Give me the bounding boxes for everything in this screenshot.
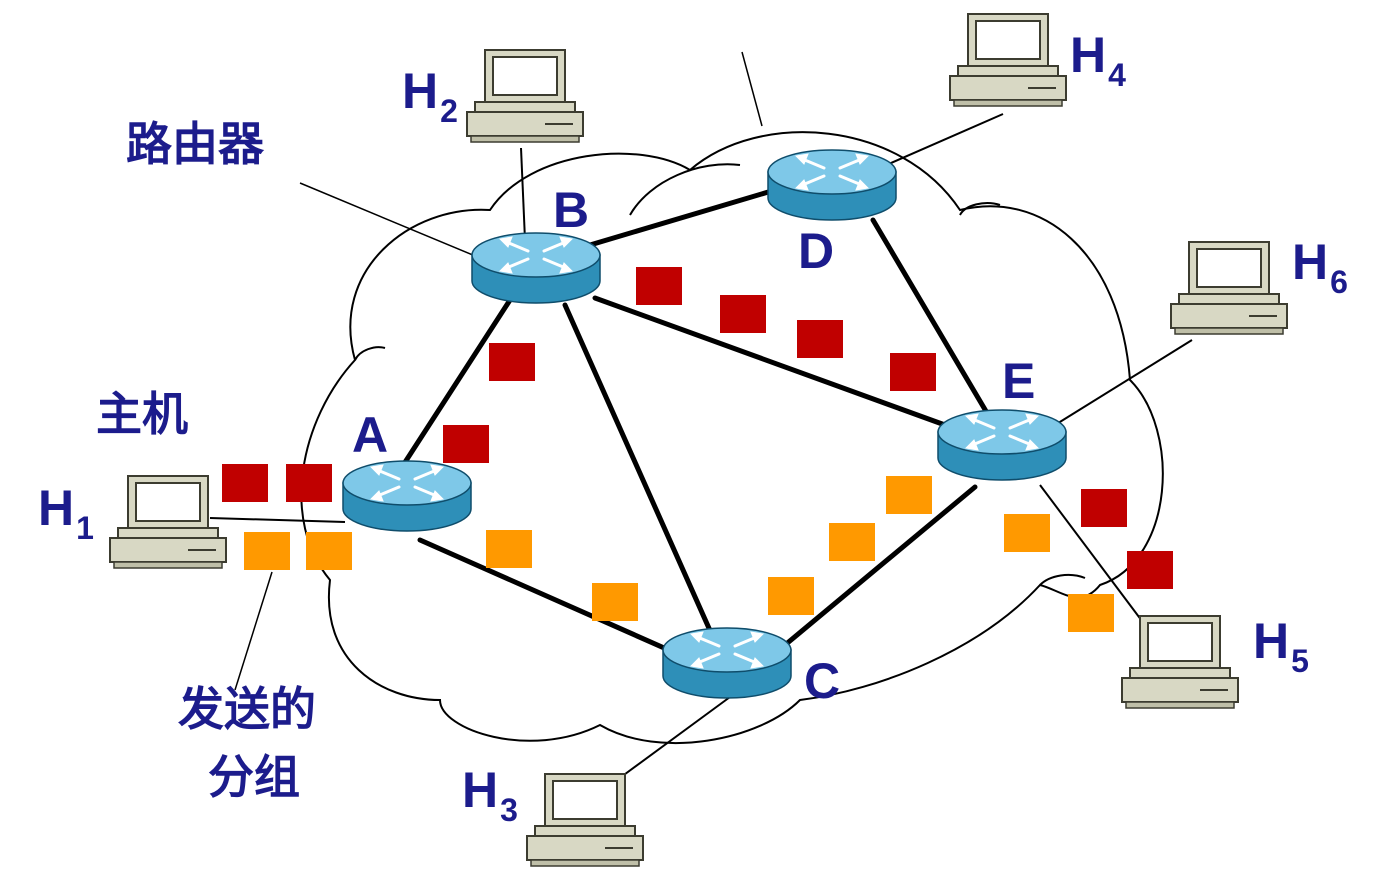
router-a-label: A	[352, 407, 388, 463]
router-e-icon	[936, 408, 1068, 482]
packet-orange	[768, 577, 814, 615]
host-h5-label: H5	[1253, 613, 1309, 679]
host-h5-icon	[1121, 615, 1239, 709]
router-e-label: E	[1002, 353, 1035, 409]
cloud-inner-curve	[959, 202, 1001, 216]
red-packet-stream	[222, 267, 1173, 589]
cloud-inner-curve	[354, 346, 386, 361]
router-callout-line	[299, 182, 481, 259]
packets-callout-label-line2: 分组	[208, 751, 300, 803]
host-h6-icon	[1170, 241, 1288, 335]
packets-callout-label-line1: 发送的	[178, 683, 316, 735]
orange-packet-stream	[244, 476, 1114, 632]
packet-orange	[592, 583, 638, 621]
link-b-c	[562, 302, 715, 638]
link-d-e	[870, 217, 993, 421]
host-h3-label: H3	[462, 762, 518, 828]
host-links	[209, 113, 1193, 781]
packet-red	[890, 353, 936, 391]
network-cloud	[300, 131, 1164, 745]
packet-red	[222, 464, 268, 502]
router-b-icon	[470, 231, 602, 305]
packet-red	[489, 343, 535, 381]
host-h1-label: H1	[38, 480, 94, 546]
link-h3-c	[616, 696, 731, 781]
link-h6-e	[1054, 339, 1193, 426]
cloud-inner-curve	[1039, 573, 1086, 586]
packet-orange	[1068, 594, 1114, 632]
router-c-icon	[661, 626, 793, 700]
router-d-label: D	[798, 223, 834, 279]
link-h4-d	[874, 113, 1004, 171]
top-callout-line	[741, 51, 763, 127]
link-h1-a	[209, 517, 346, 523]
host-h4-icon	[949, 13, 1067, 107]
packet-red	[636, 267, 682, 305]
packet-orange	[486, 530, 532, 568]
packet-red	[1127, 551, 1173, 589]
packet-red	[720, 295, 766, 333]
packet-orange	[829, 523, 875, 561]
link-a-b	[397, 297, 513, 473]
cloud-inner-curve	[629, 163, 741, 216]
packet-red	[286, 464, 332, 502]
link-a-c	[417, 537, 683, 658]
packets-callout-line	[234, 571, 273, 691]
host-h2-icon	[466, 49, 584, 143]
host-h2-label: H2	[402, 63, 458, 129]
packet-orange	[244, 532, 290, 570]
backbone-links	[397, 187, 993, 658]
router-callout-label: 路由器	[126, 118, 265, 170]
link-c-e	[782, 484, 978, 648]
host-h6-label: H6	[1292, 234, 1348, 300]
link-h5-e	[1039, 484, 1146, 626]
router-a-icon	[341, 459, 473, 533]
link-h2-b	[520, 147, 526, 241]
host-h4-label: H4	[1070, 27, 1126, 93]
link-b-e	[592, 295, 948, 428]
router-b-label: B	[553, 182, 589, 238]
packet-orange	[1004, 514, 1050, 552]
router-d-icon	[766, 148, 898, 222]
packet-red	[797, 320, 843, 358]
packet-orange	[306, 532, 352, 570]
packet-red	[443, 425, 489, 463]
host-callout-label: 主机	[96, 388, 188, 440]
packet-red	[1081, 489, 1127, 527]
link-b-d	[587, 187, 778, 248]
packet-orange	[886, 476, 932, 514]
host-h3-icon	[526, 773, 644, 867]
router-c-label: C	[804, 653, 840, 709]
host-h1-icon	[109, 475, 227, 569]
